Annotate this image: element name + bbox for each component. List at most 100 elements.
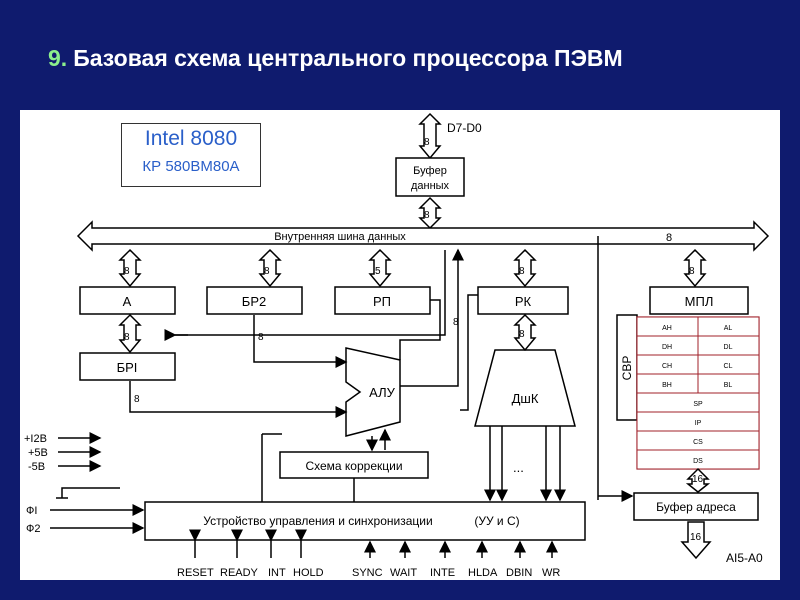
- alu-bus-width: 8: [453, 317, 459, 328]
- signal-wait: WAIT: [390, 567, 417, 579]
- clock-inputs: ФI Ф2: [26, 504, 145, 535]
- register-ip-label: IP: [695, 420, 702, 427]
- grid-address-arrow: 16: [685, 467, 711, 493]
- register-pair-0: AH AL: [636, 316, 760, 337]
- power-inputs: +I2В +5В -5В: [24, 432, 102, 473]
- data-buffer: [395, 157, 465, 197]
- register-br1: [79, 352, 176, 381]
- register-a-label: А: [123, 294, 132, 309]
- power-minus5v: -5В: [28, 461, 45, 473]
- register-dh: DH: [662, 344, 672, 351]
- decoder-outputs: [484, 426, 566, 502]
- svr-label: СВР: [620, 356, 634, 381]
- decoder-dots: ...: [513, 460, 524, 475]
- address-buffer-label: Буфер адреса: [656, 500, 736, 514]
- data-pins-width: 8: [424, 137, 430, 148]
- register-bl: BL: [724, 382, 733, 389]
- diagram-panel: 8 D7-D0 Буфер данных 8 Внутренняя шина д…: [20, 110, 780, 580]
- br1-alu-width: 8: [134, 394, 140, 405]
- bus-a-width: 8: [124, 266, 130, 277]
- signal-sync: SYNC: [352, 567, 383, 579]
- intel-label-box: Intel 8080 КР 580ВМ80А: [121, 123, 261, 187]
- register-br2-label: БР2: [242, 294, 266, 309]
- register-pair-3: BH BL: [636, 373, 760, 394]
- decoder: [474, 349, 576, 427]
- address-buffer: [633, 492, 759, 521]
- register-cs-label: CS: [693, 439, 703, 446]
- address-pins-arrow: 16: [680, 521, 712, 560]
- register-pair-2: CH CL: [636, 354, 760, 375]
- bus-rk-width: 8: [519, 266, 525, 277]
- register-al: AL: [724, 325, 733, 332]
- a-feedback-line: [175, 250, 446, 336]
- br2-alu-width: 8: [258, 332, 264, 343]
- address-pins-label: AI5-A0: [726, 551, 763, 565]
- bus-arrow-mpl: 8: [683, 248, 707, 288]
- register-rk: [477, 286, 569, 315]
- data-pins-label: D7-D0: [447, 121, 482, 135]
- bus-arrow-rp: 5: [368, 248, 392, 288]
- signal-labels: RESET READY INT HOLD SYNC WAIT INTE HLDA…: [177, 567, 560, 579]
- a-br1-width: 8: [124, 332, 130, 343]
- register-a: [79, 286, 176, 315]
- control-unit-abbr: (УУ и С): [474, 514, 519, 528]
- data-buffer-label-1: Буфер: [413, 165, 447, 177]
- register-ch: CH: [662, 363, 672, 370]
- power-12v: +I2В: [24, 433, 47, 445]
- data-buffer-label-2: данных: [411, 180, 450, 192]
- register-ds: DS: [636, 449, 760, 470]
- register-ds-label: DS: [693, 458, 703, 465]
- rk-decoder-arrow: 8: [513, 313, 537, 352]
- correction-block: [279, 451, 429, 479]
- register-ip: IP: [636, 411, 760, 432]
- alu-bus-line: 8: [400, 248, 464, 387]
- rk-decoder-width: 8: [519, 329, 525, 340]
- register-cl: CL: [724, 363, 733, 370]
- ground-symbol: [56, 487, 120, 499]
- signal-int: INT: [268, 567, 286, 579]
- rk-alu-line: [460, 294, 478, 411]
- signal-lines: [189, 529, 558, 558]
- phase-1: ФI: [26, 505, 37, 517]
- signal-wr: WR: [542, 567, 560, 579]
- register-grid: AH AL DH DL CH CL BH BL: [636, 316, 760, 470]
- alu-label: АЛУ: [369, 385, 395, 400]
- register-br2: [206, 286, 303, 315]
- mpl-block: [649, 286, 749, 315]
- br2-alu-line: 8: [253, 315, 348, 368]
- address-pins-width: 16: [690, 532, 702, 543]
- phase-2: Ф2: [26, 523, 40, 535]
- control-unit-label: Устройство управления и синхронизации: [203, 514, 432, 528]
- rp-alu-line: [399, 299, 441, 360]
- alu: [345, 347, 401, 437]
- buffer-bus-arrow: 8: [418, 196, 442, 230]
- register-ah: AH: [662, 325, 672, 332]
- bus-arrow-br2: 8: [258, 248, 282, 288]
- a-br1-arrow: 8: [118, 313, 142, 354]
- register-cs: CS: [636, 430, 760, 451]
- internal-data-bus: [76, 220, 770, 252]
- register-rk-label: РК: [515, 294, 532, 309]
- buffer-bus-width: 8: [424, 210, 430, 221]
- signal-ready: READY: [220, 567, 259, 579]
- slide-title: 9.Базовая схема центрального процессора …: [48, 45, 623, 72]
- signal-dbin: DBIN: [506, 567, 532, 579]
- correction-label: Схема коррекции: [305, 459, 402, 473]
- control-unit: [144, 501, 586, 541]
- bus-arrow-rk: 8: [513, 248, 537, 288]
- bus-br2-width: 8: [264, 266, 270, 277]
- register-br1-label: БРI: [117, 360, 138, 375]
- register-dl: DL: [724, 344, 733, 351]
- register-sp-label: SP: [693, 401, 703, 408]
- br1-alu-line: 8: [129, 381, 348, 418]
- internal-bus-width: 8: [666, 232, 672, 244]
- power-5v: +5В: [28, 447, 48, 459]
- signal-inte: INTE: [430, 567, 455, 579]
- signal-hold: HOLD: [293, 567, 324, 579]
- slide-title-text: Базовая схема центрального процессора ПЭ…: [73, 45, 623, 71]
- intel-label-1: Intel 8080: [144, 127, 238, 150]
- register-rp: [334, 286, 431, 315]
- data-pins-arrow: 8: [418, 112, 442, 160]
- register-sp: SP: [636, 392, 760, 413]
- register-bh: BH: [662, 382, 672, 389]
